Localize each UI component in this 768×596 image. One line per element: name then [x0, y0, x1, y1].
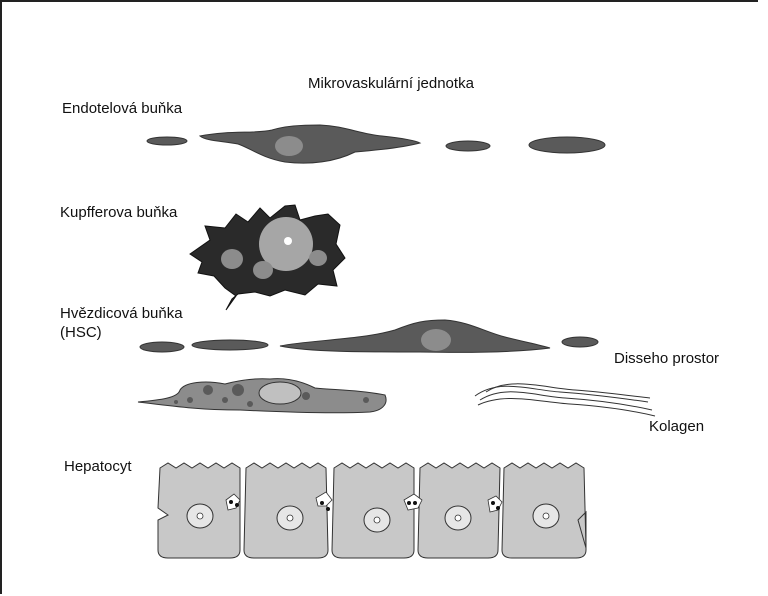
lipid-droplet: [174, 400, 178, 404]
lipid-droplet: [222, 397, 228, 403]
endothelial-cells: [147, 125, 605, 163]
kupffer-inclusion: [253, 261, 273, 279]
lipid-droplet: [302, 392, 310, 400]
lipid-cell-nucleus: [259, 382, 301, 404]
endothelial-fragment: [529, 137, 605, 153]
lipid-droplet: [187, 397, 193, 403]
stellate-fragment: [562, 337, 598, 347]
endothelial-nucleus: [275, 136, 303, 156]
stellate-cells: [140, 320, 598, 352]
lipid-droplet: [232, 384, 244, 396]
kupffer-vacuole: [284, 237, 292, 245]
kupffer-cell: [190, 205, 345, 310]
kupffer-inclusion: [221, 249, 243, 269]
kupffer-inclusion: [309, 250, 327, 266]
endothelial-fragment: [147, 137, 187, 145]
endothelial-fragment: [446, 141, 490, 151]
collagen-fibers: [475, 384, 655, 416]
lipid-droplet: [203, 385, 213, 395]
lipid-droplet: [247, 401, 253, 407]
lipid-stellate-cell: [138, 379, 386, 413]
stellate-nucleus: [421, 329, 451, 351]
endothelial-cell-body: [200, 125, 420, 163]
lipid-droplet: [363, 397, 369, 403]
hepatocytes: [158, 463, 586, 558]
stellate-fragment: [140, 342, 184, 352]
stellate-cell-body: [280, 320, 550, 352]
stellate-fragment: [192, 340, 268, 350]
